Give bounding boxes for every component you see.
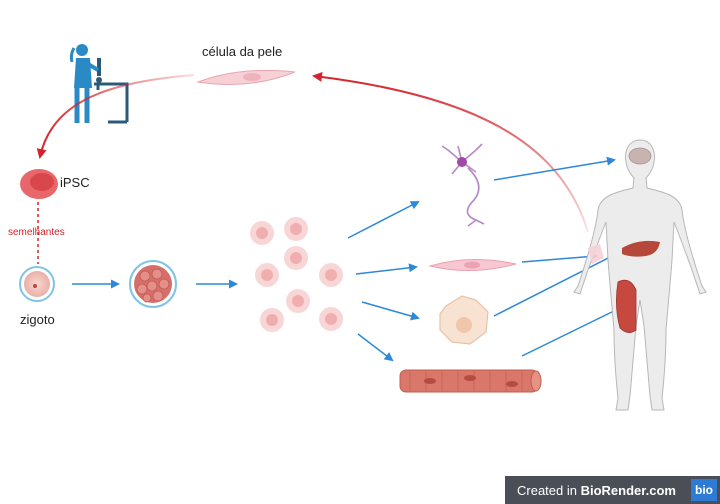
arrow-neuron-to-brain <box>493 156 616 181</box>
ipsc-label: iPSC <box>60 175 90 190</box>
scientist-icon <box>69 44 129 124</box>
arrow-muscle-to-leg <box>521 307 622 357</box>
stem-cell-icon <box>286 289 310 313</box>
hepatocyte-icon <box>439 295 489 345</box>
zygote-icon <box>19 266 55 302</box>
similar-label: semelhantes <box>8 227 65 238</box>
stem-cell-icon <box>319 263 343 287</box>
stem-cell-icon <box>260 308 284 332</box>
arrow-skin-to-ipsc <box>36 74 195 159</box>
thigh-muscle-icon <box>616 279 637 333</box>
liver-icon <box>622 240 660 257</box>
arrow-body-to-skin <box>312 72 589 233</box>
stem-cell-icon <box>284 217 308 241</box>
stem-cell-cluster <box>250 217 343 332</box>
stem-cell-icon <box>284 246 308 270</box>
badge-text: Created in BioRender.com <box>505 483 691 498</box>
neuron-icon <box>441 143 485 227</box>
arrow-fibroblast-to-skin <box>521 252 598 263</box>
human-body-icon <box>573 139 707 411</box>
biorender-logo-icon: bio <box>691 479 717 501</box>
muscle-fiber-icon <box>399 369 542 393</box>
arrow-to-hepatocyte <box>361 301 420 321</box>
stem-cell-icon <box>255 263 279 287</box>
badge-brand: BioRender.com <box>580 482 676 498</box>
stem-cell-icon <box>319 307 343 331</box>
stem-cell-icon <box>250 221 274 245</box>
fibroblast-icon <box>428 259 517 271</box>
arrow-to-muscle <box>357 333 394 362</box>
badge-prefix: Created in <box>517 482 581 498</box>
brain-icon <box>628 147 652 165</box>
arrow-hepatocyte-to-liver <box>493 251 622 317</box>
ipsc-cell-icon <box>20 169 58 199</box>
morula-icon <box>129 260 177 308</box>
neuron-soma <box>457 157 467 167</box>
skin-patch-icon <box>588 244 604 264</box>
zygote-label: zigoto <box>20 312 55 327</box>
biorender-badge[interactable]: Created in BioRender.com bio <box>505 476 720 504</box>
skin-cell-icon <box>196 69 296 85</box>
arrow-to-fibroblast <box>355 263 418 275</box>
arrow-to-neuron <box>347 201 420 239</box>
skin-cell-label: célula da pele <box>202 44 283 59</box>
